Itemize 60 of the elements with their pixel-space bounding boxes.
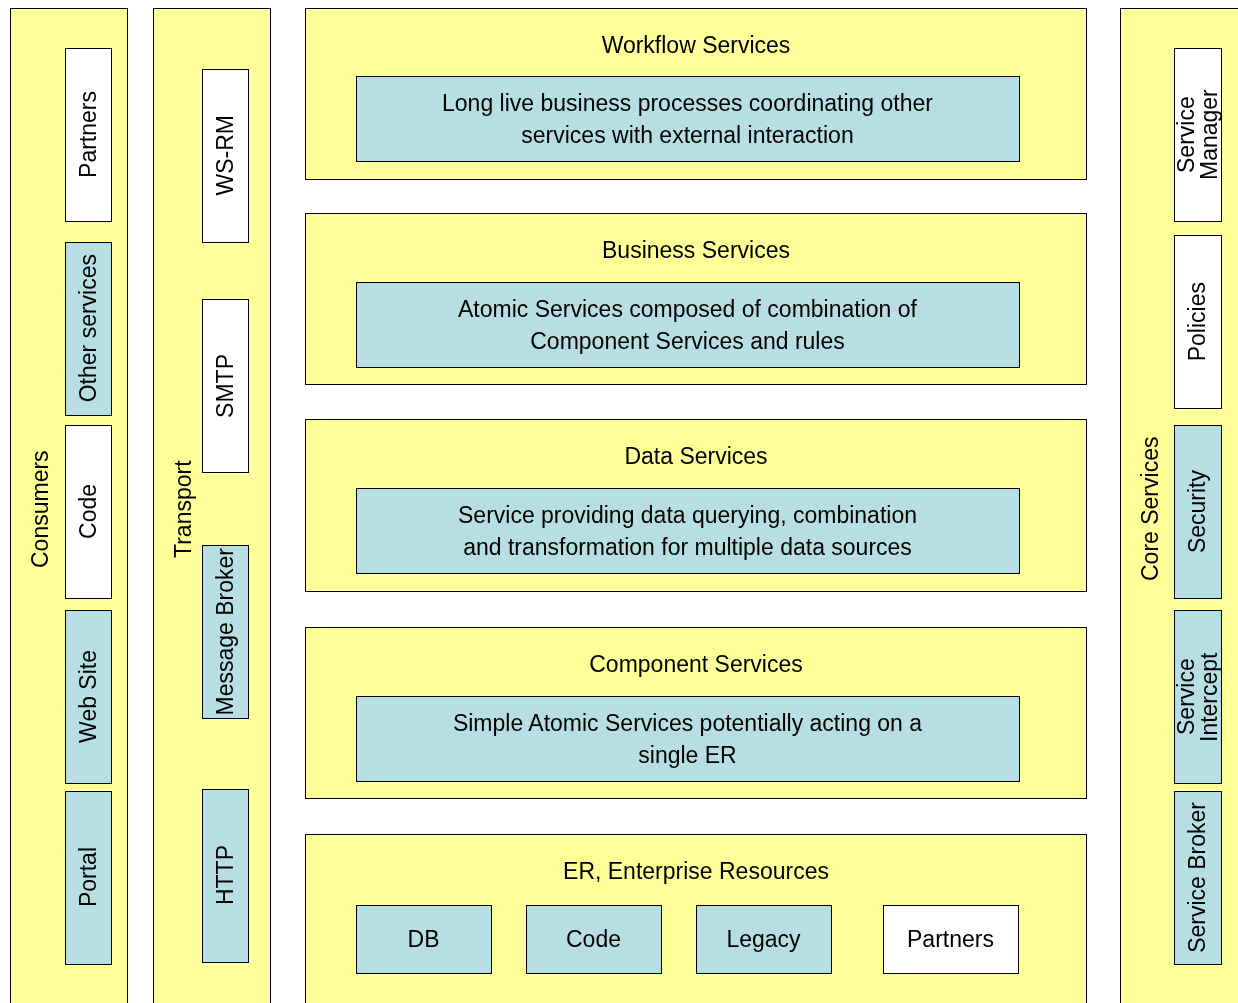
layer-panel	[305, 213, 1087, 385]
box-label: Message Broker	[213, 547, 237, 716]
box-label: DB	[407, 925, 440, 954]
box-label: Policies	[1186, 281, 1209, 362]
service-box	[1173, 424, 1222, 599]
layer-title: Data Services	[623, 442, 769, 471]
service-box	[64, 790, 112, 965]
service-box	[64, 241, 112, 416]
box-label: Partners	[76, 91, 100, 178]
layer-title: Business Services	[601, 236, 791, 265]
box-label: WS-RM	[213, 115, 237, 196]
service-box	[64, 609, 112, 784]
box-label: Code	[76, 484, 100, 539]
box-label: Service providing data querying, combination and transformation for multiple data sources	[457, 500, 918, 562]
column-title: Core Services	[1137, 435, 1163, 584]
box-label: Long live business processes coordinating other services with external interaction	[441, 88, 934, 150]
box-label: Legacy	[726, 925, 801, 954]
layer-panel	[305, 834, 1087, 1003]
column-title: Consumers	[27, 449, 53, 570]
service-box	[355, 75, 1020, 162]
service-box	[201, 544, 249, 719]
box-label: Partners	[907, 925, 994, 954]
service-box	[1173, 47, 1222, 222]
box-label: Web Site	[76, 650, 100, 743]
service-box	[1173, 234, 1222, 409]
layer-title: ER, Enterprise Resources	[562, 857, 830, 886]
service-box	[1173, 609, 1222, 784]
service-box	[64, 47, 112, 222]
column-panel	[1120, 8, 1238, 1003]
service-box	[882, 904, 1019, 974]
service-box	[355, 695, 1020, 782]
column-title: Transport	[170, 459, 196, 560]
column-panel	[153, 8, 271, 1003]
layer-panel	[305, 419, 1087, 592]
layer-panel	[305, 8, 1087, 180]
service-box	[355, 487, 1020, 574]
layer-title: Component Services	[588, 650, 804, 679]
service-box	[201, 68, 249, 243]
service-box	[1173, 790, 1222, 965]
box-label: SMTP	[213, 353, 237, 418]
service-box	[525, 904, 662, 974]
box-label: Atomic Services composed of combination of Component Services and rules	[457, 294, 918, 356]
service-box	[355, 281, 1020, 368]
service-box	[355, 904, 492, 974]
box-label: Service Broker	[1186, 802, 1209, 953]
box-label: Other services	[76, 254, 100, 403]
service-box	[201, 298, 249, 473]
box-label: HTTP	[213, 845, 237, 906]
layer-title: Workflow Services	[600, 31, 792, 60]
box-label: Service Intercept	[1174, 650, 1221, 744]
column-panel	[10, 8, 128, 1003]
box-label: Code	[566, 925, 621, 954]
service-box	[64, 424, 112, 599]
box-label: Security	[1186, 469, 1209, 554]
box-label: Service Manager	[1174, 88, 1221, 182]
box-label: Simple Atomic Services potentially acting on a single ER	[451, 708, 924, 770]
service-box	[201, 788, 249, 963]
box-label: Portal	[76, 847, 100, 908]
layer-panel	[305, 627, 1087, 799]
service-box	[695, 904, 832, 974]
